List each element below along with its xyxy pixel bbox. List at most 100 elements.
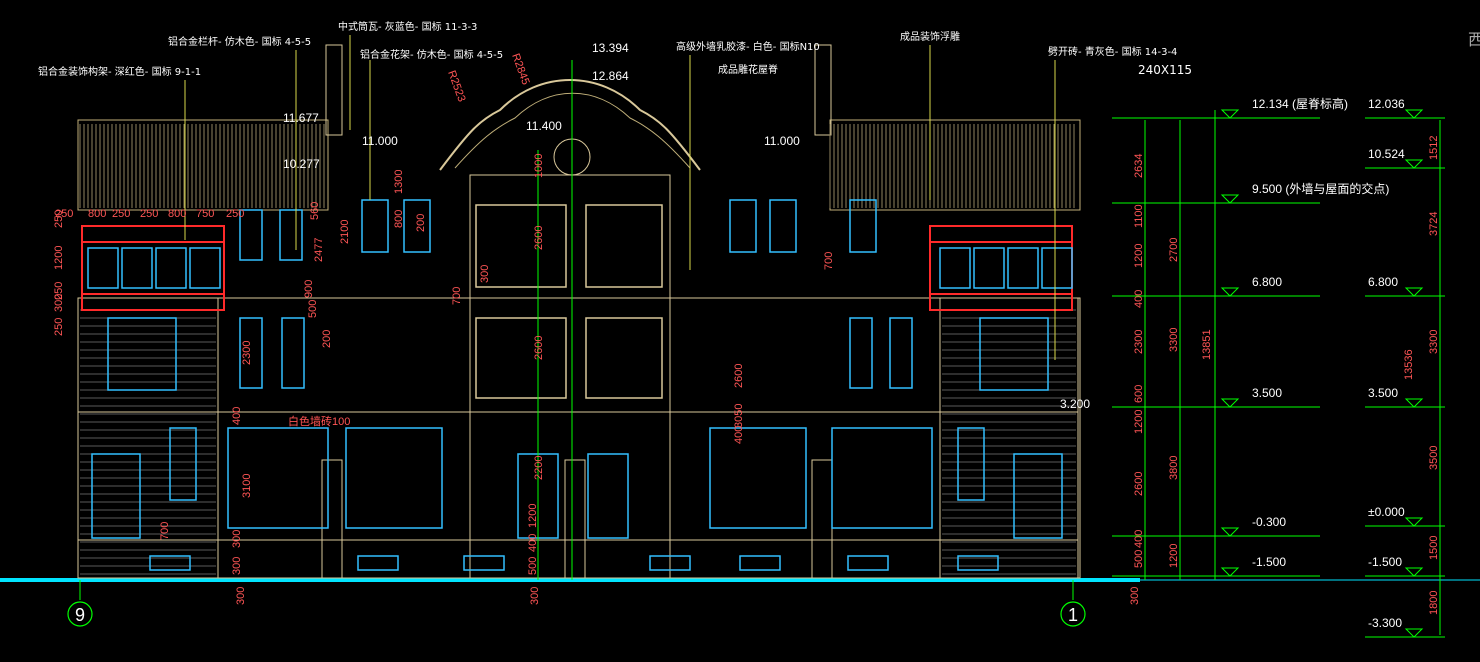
level-mark: 3.500 bbox=[1368, 386, 1398, 400]
roof-tiles bbox=[79, 124, 1075, 208]
arched-gable bbox=[439, 79, 701, 171]
dimension-value: 1200 bbox=[527, 504, 539, 528]
level-ticks bbox=[1112, 109, 1445, 638]
dimension-value: 250 bbox=[112, 208, 130, 220]
dimension-value: 900 bbox=[303, 280, 315, 298]
level-mark: -1.500 bbox=[1252, 555, 1286, 569]
dimension-value: 400 bbox=[231, 407, 243, 425]
material-note: 铝合金栏杆- 仿木色- 国标 4-5-5 bbox=[168, 35, 311, 48]
dimension-value: 200 bbox=[321, 330, 333, 348]
material-note: 铝合金花架- 仿木色- 国标 4-5-5 bbox=[360, 48, 503, 61]
dimension-value: 1000 bbox=[533, 154, 545, 178]
building-elevation bbox=[77, 44, 1081, 579]
dimension-value: 1300 bbox=[393, 170, 405, 194]
central-tower bbox=[469, 174, 671, 579]
material-note: 240X115 bbox=[1138, 63, 1192, 77]
dimension-value: 400 bbox=[1133, 290, 1145, 308]
dimension-value: 200 bbox=[415, 214, 427, 232]
dimension-value: 2600 bbox=[733, 364, 745, 388]
dimension-value: 2600 bbox=[1133, 472, 1145, 496]
dimension-value: 3050 bbox=[733, 404, 745, 428]
level-mark: -3.300 bbox=[1368, 616, 1402, 630]
dimension-value: 2200 bbox=[533, 456, 545, 480]
left-roof bbox=[77, 119, 329, 211]
dimension-value: 400 bbox=[733, 426, 745, 444]
dimension-value: 300 bbox=[53, 294, 65, 312]
dimension-value: 800 bbox=[393, 210, 405, 228]
dimension-value: 500 bbox=[1133, 550, 1145, 568]
dimension-texts: 2634110012004002300600120026004005002700… bbox=[53, 136, 1440, 615]
dimension-value: 1512 bbox=[1428, 136, 1440, 160]
material-note: 高级外墙乳胶漆- 白色- 国标N10 bbox=[676, 40, 820, 53]
dimension-value: 400 bbox=[1133, 530, 1145, 548]
left-wing bbox=[77, 297, 219, 579]
level-mark: 12.036 bbox=[1368, 97, 1405, 111]
radius-label: R2523 bbox=[445, 69, 467, 104]
dimension-value: 600 bbox=[1133, 385, 1145, 403]
elevation-label: 3.200 bbox=[1060, 397, 1090, 411]
material-note: 劈开砖- 青灰色- 国标 14-3-4 bbox=[1048, 45, 1177, 58]
dimension-value: 3100 bbox=[241, 474, 253, 498]
level-mark: -1.500 bbox=[1368, 555, 1402, 569]
dimension-value: 300 bbox=[235, 587, 247, 605]
dimension-value: 300 bbox=[479, 265, 491, 283]
dimension-value: 3724 bbox=[1428, 212, 1440, 236]
grid-label-right: 1 bbox=[1068, 605, 1078, 625]
dimension-value: 1200 bbox=[1168, 544, 1180, 568]
red-frames bbox=[81, 225, 1073, 311]
dimension-value: 1500 bbox=[1428, 536, 1440, 560]
dimension-value: 13536 bbox=[1403, 349, 1415, 380]
dimension-value: 300 bbox=[1129, 587, 1141, 605]
dimension-value: 250 bbox=[53, 318, 65, 336]
dimension-value: 700 bbox=[823, 252, 835, 270]
grid-bubble-left bbox=[67, 601, 93, 627]
level-mark: 6.800 bbox=[1252, 275, 1282, 289]
dimension-value: 2300 bbox=[241, 341, 253, 365]
level-mark: 3.500 bbox=[1252, 386, 1282, 400]
windows bbox=[87, 199, 1073, 571]
level-mark: 12.134 (屋脊标高) bbox=[1252, 96, 1348, 111]
dimension-value: 2477 bbox=[313, 238, 325, 262]
radius-label: R2845 bbox=[509, 52, 531, 87]
dimension-value: 300 bbox=[529, 587, 541, 605]
dimension-value: 700 bbox=[451, 287, 463, 305]
dimension-value: 250 bbox=[226, 208, 244, 220]
right-chimney bbox=[814, 44, 832, 136]
material-note: 铝合金装饰构架- 深红色- 国标 9-1-1 bbox=[38, 65, 201, 78]
elevation-label: 11.677 bbox=[283, 111, 319, 125]
dimension-value: 1200 bbox=[1133, 244, 1145, 268]
wall-tile-label: 白色墙砖100 bbox=[288, 414, 350, 428]
dimension-value: 2634 bbox=[1133, 154, 1145, 178]
dimension-value: 500 bbox=[307, 300, 319, 318]
grid-label-left: 9 bbox=[75, 605, 85, 625]
dimension-value: 560 bbox=[309, 202, 321, 220]
dimension-value: 13851 bbox=[1201, 329, 1213, 360]
dimension-value: 250 bbox=[140, 208, 158, 220]
dimension-value: 250 bbox=[55, 208, 73, 220]
dimension-value: 500 bbox=[527, 557, 539, 575]
level-mark: ±0.000 bbox=[1368, 505, 1405, 519]
elevation-label: 11.000 bbox=[362, 134, 398, 148]
elevation-label: 13.394 bbox=[592, 41, 629, 55]
dimension-value: 750 bbox=[196, 208, 214, 220]
dimension-value: 800 bbox=[168, 208, 186, 220]
level-marks: 12.134 (屋脊标高)9.500 (外墙与屋面的交点)6.8003.500-… bbox=[1252, 96, 1405, 630]
dimension-value: 700 bbox=[159, 522, 171, 540]
dimension-value: 3300 bbox=[1168, 328, 1180, 352]
ground-line bbox=[0, 578, 1140, 582]
dimension-value: 300 bbox=[231, 530, 243, 548]
annotations: 铝合金装饰构架- 深红色- 国标 9-1-1 铝合金栏杆- 仿木色- 国标 4-5… bbox=[38, 20, 1192, 428]
leader-lines bbox=[184, 35, 1056, 360]
dimension-value: 1200 bbox=[1133, 410, 1145, 434]
dimension-value: 1800 bbox=[1428, 591, 1440, 615]
dimension-value: 2700 bbox=[1168, 238, 1180, 262]
dimension-value: 2300 bbox=[1133, 330, 1145, 354]
level-mark: 10.524 bbox=[1368, 147, 1405, 161]
dimension-lines bbox=[537, 60, 1441, 635]
dimension-value: 3800 bbox=[1168, 456, 1180, 480]
dimension-value: 3300 bbox=[1428, 330, 1440, 354]
left-chimney bbox=[325, 44, 343, 136]
dimension-value: 250 bbox=[53, 282, 65, 300]
